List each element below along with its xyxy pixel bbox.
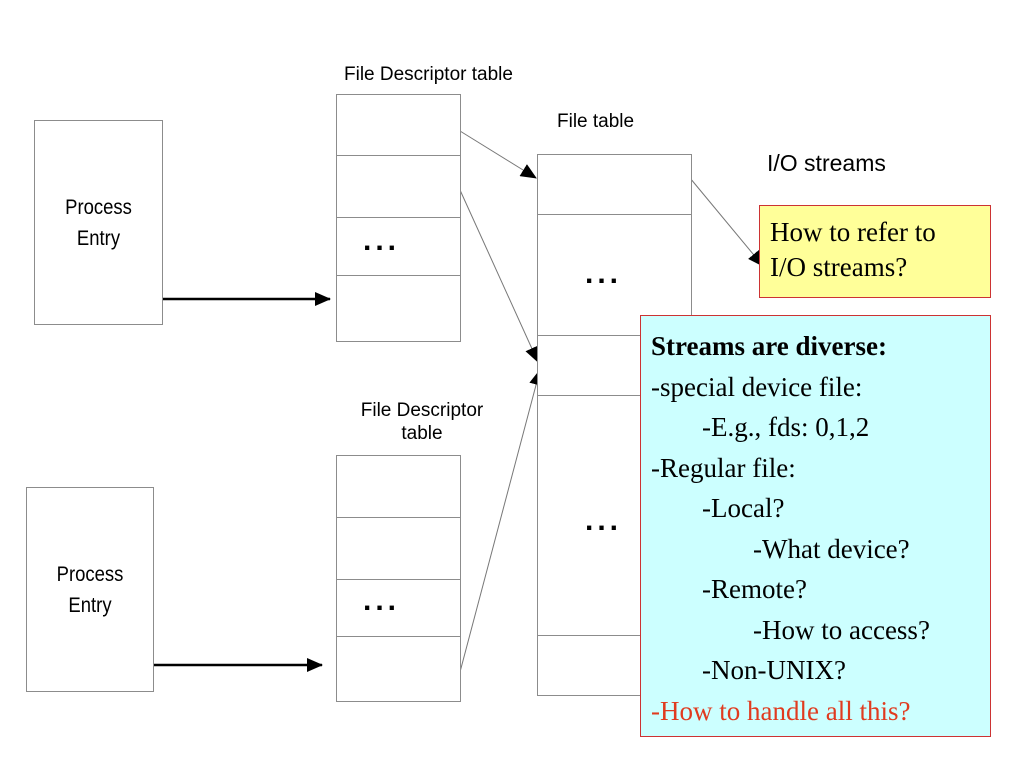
callout-streams: Streams are diverse: -special device fil…: [640, 315, 991, 737]
callout-streams-line-1: -E.g., fds: 0,1,2: [702, 412, 870, 442]
process-entry-bottom-line1: Process: [56, 563, 124, 586]
process-entry-bottom: Process Entry: [26, 487, 154, 692]
callout-streams-line-4: -What device?: [753, 533, 910, 564]
callout-streams-line-7: -Non-UNIX?: [702, 655, 846, 685]
file-to-io-arrow: [689, 177, 764, 267]
callout-streams-line-5: -Remote?: [702, 574, 807, 604]
fd-top-to-file-entry1-arrow: [459, 130, 537, 179]
fd-table-top: ...: [336, 94, 461, 342]
process-entry-bottom-line2: Entry: [68, 594, 112, 617]
fd-table-top-ellipsis: ...: [363, 224, 401, 257]
file-table-ellipsis-upper: ...: [585, 257, 623, 290]
fd-table-bottom-title-line2: table: [401, 423, 443, 444]
file-table-title: File table: [557, 111, 635, 132]
process-entry-top-line1: Process: [65, 196, 132, 219]
fd-table-bottom-ellipsis: ...: [363, 584, 401, 617]
io-streams-title: I/O streams: [767, 150, 886, 176]
callout-streams-line-2: -Regular file:: [651, 452, 796, 483]
callout-question-line2: I/O streams?: [770, 252, 908, 282]
callout-streams-final-line: -How to handle all this?: [651, 695, 911, 726]
fd-table-bottom-title: File Descriptor table: [336, 399, 508, 445]
process-entry-top-line2: Entry: [76, 227, 121, 250]
callout-streams-line-0: -special device file:: [651, 371, 863, 402]
fd-table-bottom-title-line1: File Descriptor: [360, 400, 484, 421]
callout-streams-line-6: -How to access?: [753, 614, 930, 645]
fd-table-bottom: ...: [336, 455, 461, 702]
fd-table-top-title: File Descriptor table: [344, 64, 513, 85]
file-table-ellipsis-lower: ...: [585, 504, 623, 537]
callout-question-line1: How to refer to: [770, 217, 936, 247]
process-entry-top: Process Entry: [34, 120, 163, 325]
fd-top-to-file-entry2-arrow: [459, 189, 539, 363]
callout-streams-heading: Streams are diverse:: [651, 331, 887, 361]
fd-bottom-to-file-entry2-arrow: [459, 369, 543, 673]
callout-streams-line-3: -Local?: [702, 493, 785, 523]
callout-question: How to refer to I/O streams?: [759, 205, 991, 298]
